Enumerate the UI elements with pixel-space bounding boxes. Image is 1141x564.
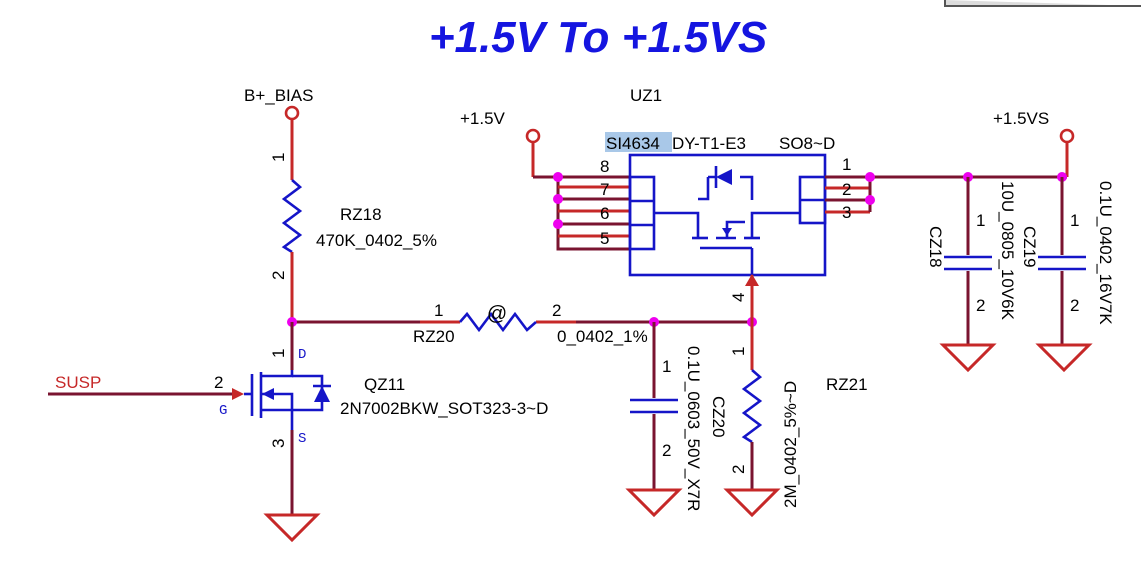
qz11-gate-arrow xyxy=(232,388,244,400)
rz20-body xyxy=(459,311,537,333)
rz21-ref: RZ21 xyxy=(826,375,868,394)
cz18-pin1: 1 xyxy=(976,211,985,230)
ground-qz11 xyxy=(263,513,321,543)
ground-cz18 xyxy=(939,343,997,373)
net-label-b-bias: B+_BIAS xyxy=(244,86,313,105)
cz19-ref: CZ19 xyxy=(1020,226,1039,268)
uz1-part-rest: DY-T1-E3 xyxy=(672,134,746,153)
qz11-body xyxy=(261,370,294,430)
uz1-part-highlight-text: SI4634 xyxy=(606,134,660,153)
rz21-body xyxy=(741,369,763,444)
power-port-v15 xyxy=(525,128,541,144)
junction-uz1-pin1 xyxy=(865,172,875,182)
uz1-body-arrow xyxy=(722,228,732,236)
rz20-mark: @ xyxy=(487,303,507,325)
qz11-diode-wire xyxy=(292,374,324,412)
uz1-part-highlight xyxy=(605,132,672,152)
cz18-ref: CZ18 xyxy=(926,226,945,268)
rz18-pin2: 2 xyxy=(269,271,288,280)
rz21-pin2: 2 xyxy=(729,465,748,474)
junction-uz1-pin7 xyxy=(553,194,563,204)
rz18-value: 470K_0402_5% xyxy=(316,231,437,250)
cz19-pin1: 1 xyxy=(1070,211,1079,230)
cz20-pin1: 1 xyxy=(662,357,671,376)
net-label-susp: SUSP xyxy=(55,373,101,392)
uz1-pin1: 1 xyxy=(842,155,851,174)
uz1-pin4-arrow xyxy=(745,274,759,286)
ground-rz21 xyxy=(723,488,781,518)
uz1-pin6: 6 xyxy=(600,204,609,223)
qz11-value: 2N7002BKW_SOT323-3~D xyxy=(340,399,548,418)
uz1-pin4: 4 xyxy=(729,293,748,302)
junction-uz1-pin6 xyxy=(553,219,563,229)
qz11-pin3: 3 xyxy=(269,439,288,448)
rz21-pin1: 1 xyxy=(729,347,748,356)
qz11-body-arrow xyxy=(262,388,274,400)
junction-uz1-pin8 xyxy=(553,172,563,182)
qz11-ref: QZ11 xyxy=(364,375,405,394)
qz11-label-d: D xyxy=(298,347,306,363)
uz1-ref: UZ1 xyxy=(630,86,662,105)
ground-cz20 xyxy=(625,488,683,518)
rz18-pin1: 1 xyxy=(269,153,288,162)
uz1-diode xyxy=(716,169,732,185)
rz20-value: 0_0402_1% xyxy=(557,327,648,346)
uz1-pin8: 8 xyxy=(600,157,609,176)
ground-cz19 xyxy=(1035,343,1093,373)
rz20-pin2: 2 xyxy=(552,301,561,320)
uz1-pin2-label: 2 xyxy=(842,180,851,199)
cz20-ref: CZ20 xyxy=(709,396,728,438)
power-port-v15s xyxy=(1059,128,1075,144)
rz20-pin1: 1 xyxy=(434,301,443,320)
cz19-value: 0.1U_0402_16V7K xyxy=(1096,181,1115,325)
qz11-pin1: 1 xyxy=(269,349,288,358)
net-label-v15: +1.5V xyxy=(460,109,506,128)
qz11-pin2: 2 xyxy=(214,373,223,392)
window-edge xyxy=(944,0,1141,7)
rz20-ref: RZ20 xyxy=(413,327,455,346)
uz1-internal-wires xyxy=(654,211,800,238)
uz1-left-pad xyxy=(628,175,656,251)
rz18-ref: RZ18 xyxy=(340,205,382,224)
cz18-pin2: 2 xyxy=(976,296,985,315)
cz19-pin2: 2 xyxy=(1070,296,1079,315)
uz1-pin3-label: 3 xyxy=(842,203,851,222)
power-port-b-bias xyxy=(284,105,300,121)
qz11-label-g: G xyxy=(219,403,227,419)
qz11-label-s: S xyxy=(298,431,306,447)
uz1-pin7: 7 xyxy=(600,180,609,199)
cz18-value: 10U_0805_10V6K xyxy=(998,181,1017,321)
cz20-pin2: 2 xyxy=(662,441,671,460)
net-label-v15s: +1.5VS xyxy=(993,109,1049,128)
uz1-diode-wires xyxy=(698,175,754,201)
rz21-value: 2M_0402_5%~D xyxy=(781,381,800,508)
uz1-pin5: 5 xyxy=(600,229,609,248)
uz1-package: SO8~D xyxy=(779,134,835,153)
rz18-body xyxy=(281,179,303,254)
cz20-value: 0.1U_0603_50V_X7R xyxy=(684,346,703,511)
qz11-diode xyxy=(314,386,330,402)
schematic-title: +1.5V To +1.5VS xyxy=(429,13,767,62)
junction-uz1-pin2 xyxy=(865,195,875,205)
